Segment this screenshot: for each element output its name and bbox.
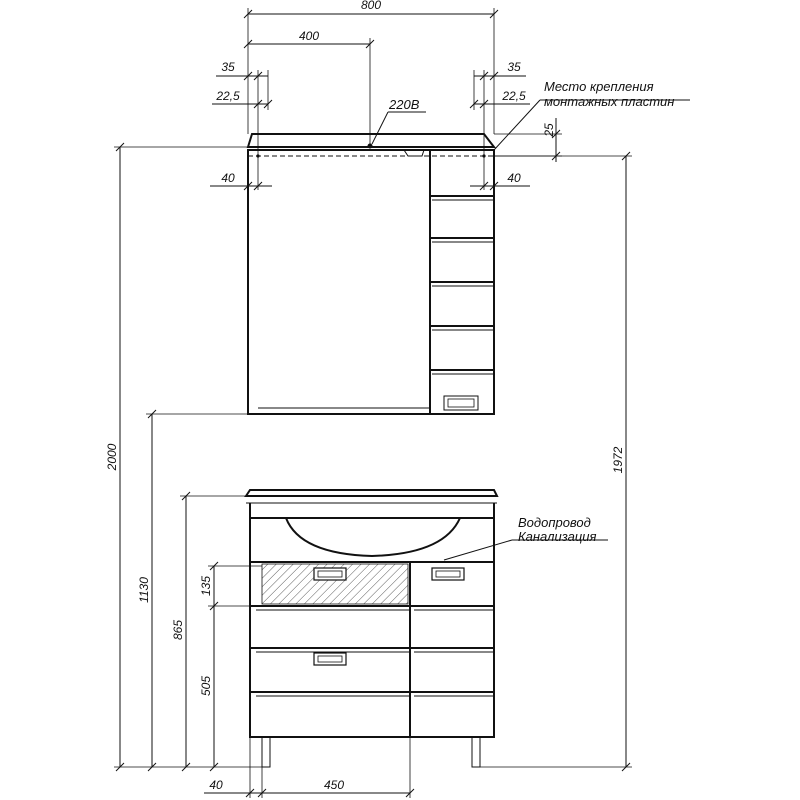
dim-40-left: 40 <box>221 171 235 185</box>
dim-35-left: 35 <box>221 60 235 74</box>
dim-800: 800 <box>361 0 381 12</box>
dim-40-right: 40 <box>507 171 521 185</box>
dim-40-bottom: 40 <box>209 778 223 792</box>
dim-400: 400 <box>299 29 319 43</box>
dim-135: 135 <box>199 576 213 596</box>
sink-top <box>244 489 499 497</box>
vertical-dimensions: 2000 1130 865 135 505 1972 <box>105 142 632 772</box>
drawer-handle <box>431 567 465 581</box>
dim-1130: 1130 <box>137 577 151 603</box>
leg-left <box>261 736 271 768</box>
drawer-handle <box>313 652 347 666</box>
bottom-dimensions: 40 450 <box>204 737 415 798</box>
dim-22-left: 22,5 <box>215 89 240 103</box>
dim-22-right: 22,5 <box>501 89 526 103</box>
cabinet-handle <box>443 395 479 411</box>
dim-450: 450 <box>324 778 344 792</box>
dim-35-right: 35 <box>507 60 521 74</box>
dim-865: 865 <box>171 620 185 640</box>
vanity-unit <box>244 489 499 768</box>
callout-mounting: Место крепления монтажных пластин <box>493 79 690 151</box>
leg-right <box>471 736 481 768</box>
vanity-body <box>249 517 495 738</box>
mount-label-2: монтажных пластин <box>544 94 674 109</box>
side-shelves <box>430 195 494 375</box>
drawer-handle <box>313 567 347 581</box>
sewer-label: Канализация <box>518 529 596 544</box>
dim-25: 25 <box>542 123 556 138</box>
callout-power: 220В <box>371 97 426 145</box>
power-label: 220В <box>388 97 420 112</box>
top-dimensions: 800 400 35 22,5 35 22,5 40 <box>210 0 562 191</box>
dim-1972: 1972 <box>611 446 625 473</box>
callout-plumbing: Водопровод Канализация <box>443 515 608 561</box>
sink-bowl <box>249 503 495 558</box>
mount-label-1: Место крепления <box>544 79 654 94</box>
water-label: Водопровод <box>518 515 591 530</box>
mirror-cabinet <box>246 133 497 415</box>
dim-505: 505 <box>199 676 213 696</box>
dim-2000: 2000 <box>105 443 119 471</box>
